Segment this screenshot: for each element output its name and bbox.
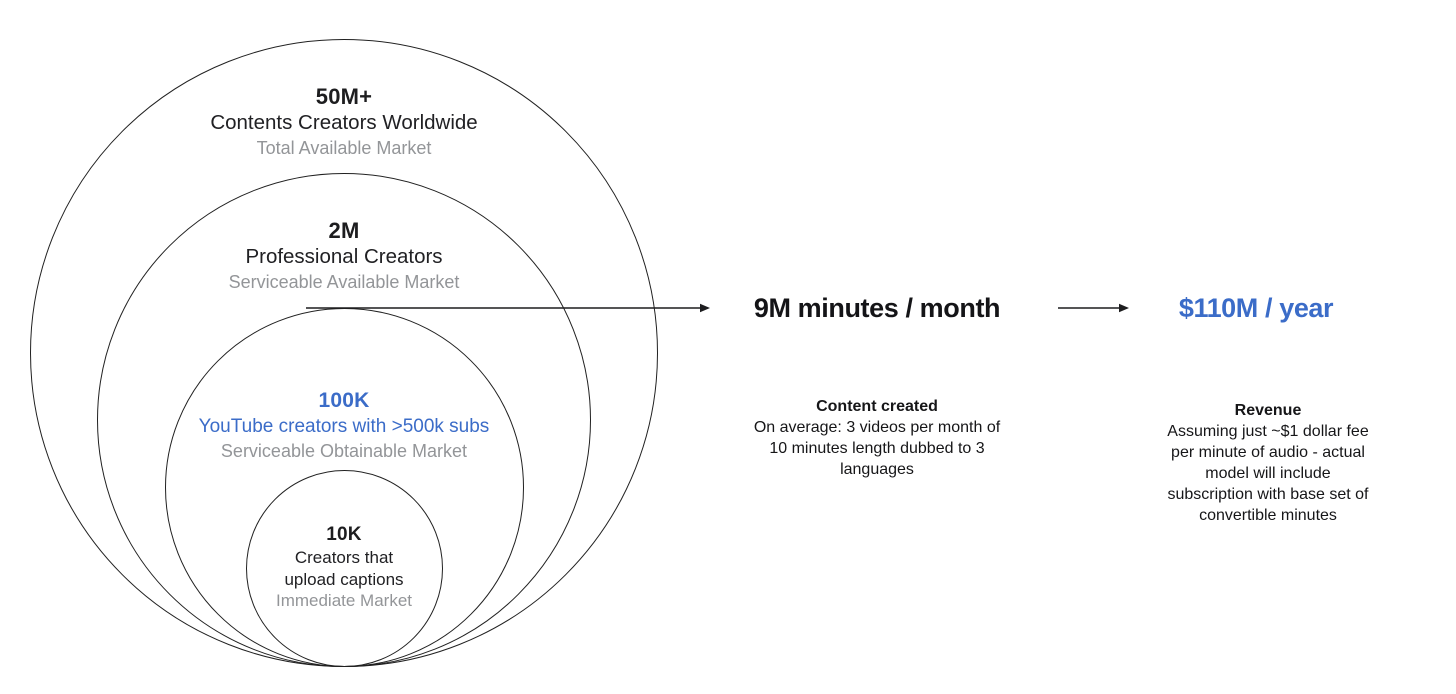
revenue-note: Revenue Assuming just ~$1 dollar fee per… xyxy=(1118,400,1418,526)
revenue-metric: $110M / year xyxy=(1178,293,1334,323)
immediate-market-text-block: 10K Creators that upload captions Immedi… xyxy=(219,523,469,612)
revenue-note-body: Assuming just ~$1 dollar fee per minute … xyxy=(1167,423,1369,524)
content-note-title: Content created xyxy=(816,398,938,415)
som-text-block: 100K YouTube creators with >500k subs Se… xyxy=(114,388,574,464)
som-market: Serviceable Obtainable Market xyxy=(220,441,468,461)
immediate-market-circle xyxy=(245,470,443,667)
sam-market: Serviceable Available Market xyxy=(228,272,460,292)
tam-market: Total Available Market xyxy=(256,138,432,158)
immediate-label: Creators that upload captions xyxy=(284,548,404,589)
sam-label: Professional Creators xyxy=(245,245,443,268)
tam-text-block: 50M+ Contents Creators Worldwide Total A… xyxy=(114,84,574,161)
sam-value: 2M xyxy=(328,218,360,243)
sam-text-block: 2M Professional Creators Serviceable Ava… xyxy=(114,218,574,295)
som-label: YouTube creators with >500k subs xyxy=(198,416,490,437)
immediate-value: 10K xyxy=(326,524,362,545)
tam-value: 50M+ xyxy=(315,84,373,109)
immediate-market: Immediate Market xyxy=(275,591,413,610)
tam-label: Contents Creators Worldwide xyxy=(210,111,478,134)
content-note: Content created On average: 3 videos per… xyxy=(727,396,1027,480)
revenue-note-title: Revenue xyxy=(1234,402,1302,419)
content-note-body: On average: 3 videos per month of 10 min… xyxy=(753,419,1001,478)
content-metric: 9M minutes / month xyxy=(753,293,1001,323)
som-value: 100K xyxy=(318,389,370,412)
